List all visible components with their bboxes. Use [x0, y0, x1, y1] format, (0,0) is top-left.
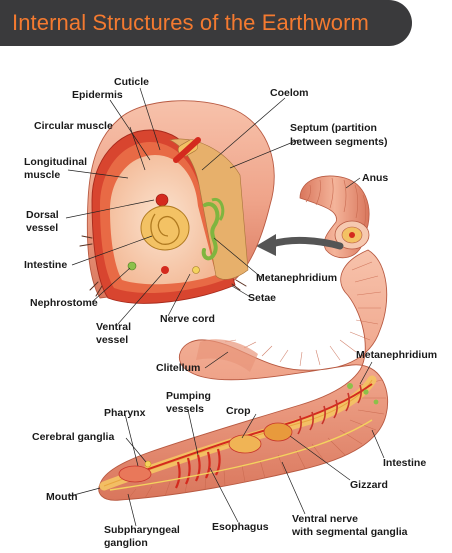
label-intestine-body: Intestine	[383, 457, 426, 469]
worm-body	[98, 249, 389, 501]
label-esophagus: Esophagus	[212, 521, 269, 533]
label-cerebral-ganglia: Cerebral ganglia	[32, 431, 114, 443]
label-ventral-nerve-line2: with segmental ganglia	[291, 526, 408, 538]
label-crop: Crop	[226, 405, 251, 417]
label-pharynx: Pharynx	[104, 407, 146, 419]
label-gizzard: Gizzard	[350, 479, 388, 491]
label-epidermis: Epidermis	[72, 89, 123, 101]
label-dorsal-line1: Dorsal	[26, 209, 59, 221]
label-circular-muscle: Circular muscle	[34, 120, 113, 132]
label-subpharyngeal-line1: Subpharyngeal	[104, 524, 180, 536]
label-metanephridium-cross: Metanephridium	[256, 272, 337, 284]
label-mouth: Mouth	[46, 491, 78, 503]
worm-tail-section	[299, 175, 370, 259]
label-clitellum: Clitellum	[156, 362, 200, 374]
label-metanephridium-body: Metanephridium	[356, 349, 437, 361]
label-coelom: Coelom	[270, 87, 309, 99]
leader-lines	[65, 87, 385, 527]
title-banner: Internal Structures of the Earthworm	[0, 0, 412, 46]
label-subpharyngeal-line2: ganglion	[104, 537, 148, 549]
label-anus: Anus	[362, 172, 388, 184]
label-septum-line2: between segments)	[290, 136, 387, 148]
label-ventral-line1: Ventral	[96, 321, 131, 333]
labels: Cuticle Epidermis Coelom Circular muscle…	[24, 76, 437, 549]
label-longitudinal-line2: muscle	[24, 169, 60, 181]
cross-section	[79, 100, 275, 304]
label-nerve-cord: Nerve cord	[160, 313, 215, 325]
page-title: Internal Structures of the Earthworm	[12, 10, 369, 35]
label-intestine-cross: Intestine	[24, 259, 67, 271]
label-ventral-nerve-line1: Ventral nerve	[292, 513, 358, 525]
arrow-icon	[256, 234, 344, 256]
label-pumping-line1: Pumping	[166, 390, 211, 402]
label-dorsal-line2: vessel	[26, 222, 58, 234]
label-cuticle: Cuticle	[114, 76, 149, 88]
label-pumping-line2: vessels	[166, 403, 204, 415]
label-longitudinal-line1: Longitudinal	[24, 156, 87, 168]
label-ventral-line2: vessel	[96, 334, 128, 346]
label-nephrostome: Nephrostome	[30, 297, 98, 309]
label-septum-line1: Septum (partition	[290, 122, 377, 134]
label-setae: Setae	[248, 292, 276, 304]
